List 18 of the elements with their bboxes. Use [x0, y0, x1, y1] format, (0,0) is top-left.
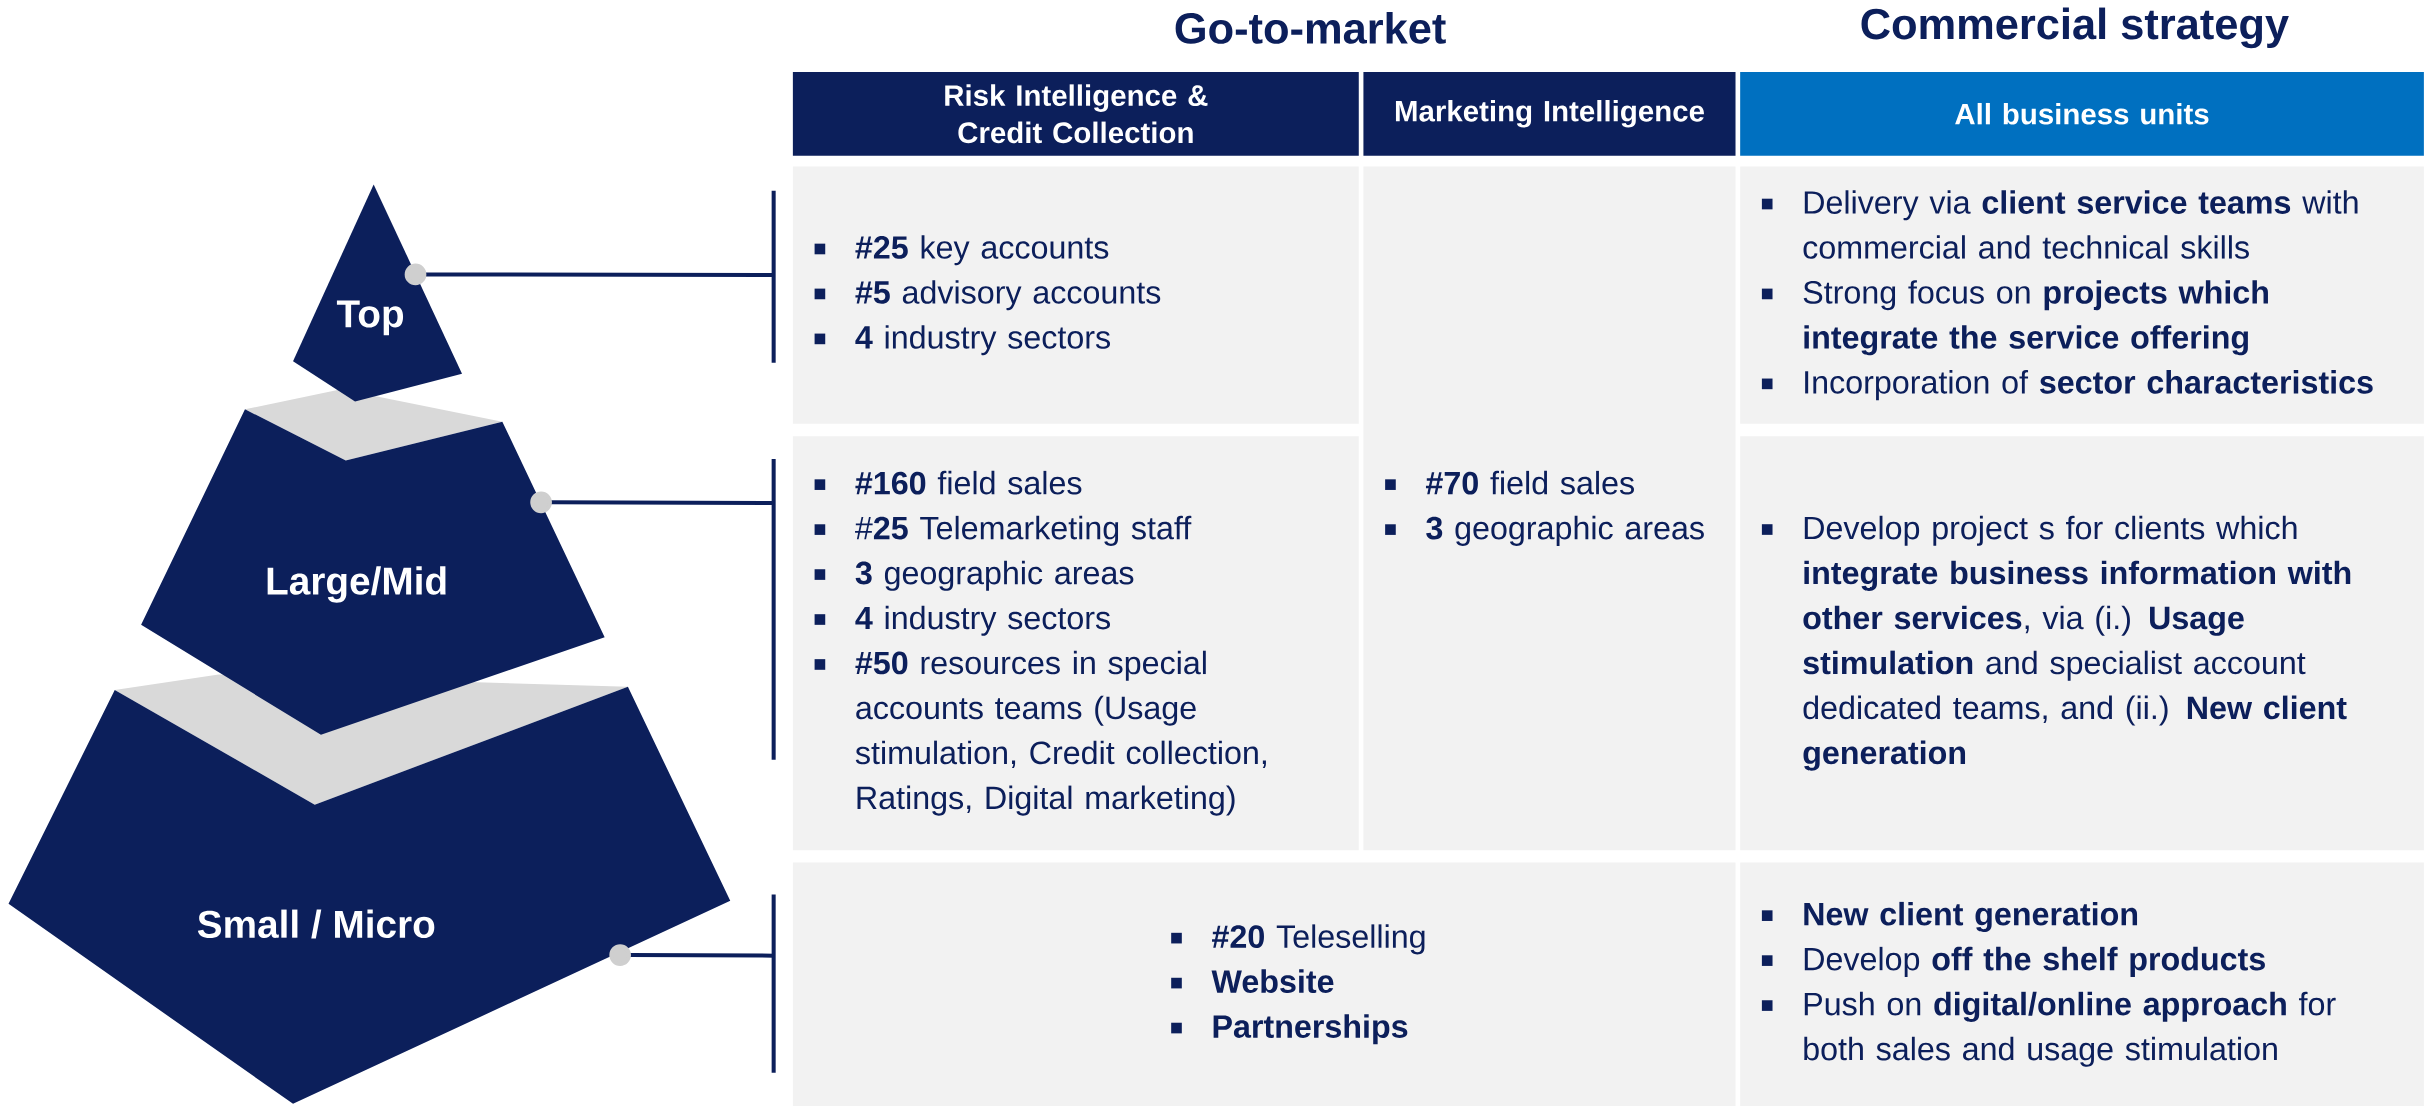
- column-heading: Go-to-market: [1175, 12, 1446, 45]
- text-cell: Delivery via client service teams with commercial and technical skills Strong focus on projects which integrate the service offering Incorporation of sector characteristics: [1740, 166, 2424, 425]
- connector-line: [609, 944, 774, 967]
- column-header: Risk Intelligence & Credit Collection: [792, 72, 1359, 156]
- text-cell: #25 key accounts #5 advisory accounts 4 industry sectors: [792, 166, 1359, 425]
- column-heading: Commercial strategy: [1861, 7, 2289, 49]
- column-header: Marketing Intelligence: [1363, 72, 1736, 156]
- column-header: All business units: [1740, 72, 2424, 156]
- connector-line: [530, 491, 774, 514]
- pyramid-tier: Small / Micro: [8, 674, 731, 1105]
- pyramid-tier: Large/Mid: [141, 389, 605, 736]
- text-cell: New client generation Develop off the shelf products Push on digital/online approach for both sales and usage stimulation: [1740, 862, 2424, 1107]
- pyramid-tier: Top: [293, 184, 463, 402]
- text-cell: #160 field sales #25 Telemarketing staff 3 geographic areas 4 industry sectors #50 resources in special accounts teams (Usage stimulation, Credit collection, Ratings, Digital marketing): [792, 436, 1359, 851]
- text-cell: #70 field sales 3 geographic areas: [1363, 166, 1736, 851]
- text-cell: Develop project s for clients which integrate business information with other services, via (i.) Usage stimulation and specialist account dedicated teams, and (ii.) New client generation: [1740, 436, 2424, 851]
- text-cell: #20 Teleselling Website Partnerships: [792, 862, 1736, 1107]
- connector-line: [404, 263, 774, 286]
